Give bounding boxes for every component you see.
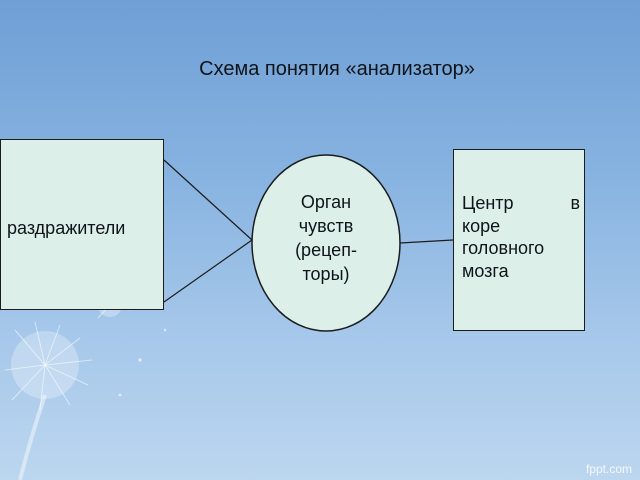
organ-line-3: (рецеп- — [295, 240, 357, 260]
center-line-4: мозга — [462, 261, 509, 281]
organ-line-2: чувств — [298, 216, 354, 236]
connector-stimuli-bottom — [163, 239, 253, 303]
center-line-3: головного — [462, 238, 545, 258]
organ-label: Орган чувств (рецеп- торы) — [252, 190, 400, 286]
organ-ellipse — [251, 154, 401, 332]
connector-stimuli-top — [163, 159, 253, 241]
center-word-v: в — [570, 193, 580, 213]
watermark: fppt.com — [585, 462, 632, 476]
center-word-centr: Центр — [462, 193, 514, 213]
page-title: Схема понятия «анализатор» — [199, 58, 475, 80]
organ-line-1: Орган — [300, 192, 352, 212]
connector-organ-center — [399, 239, 454, 244]
brain-center-box: Центр в коре головного мозга — [453, 149, 585, 331]
center-line-2: коре — [462, 216, 501, 236]
center-line-1: Центр в — [462, 192, 580, 214]
organ-line-4: торы) — [302, 264, 350, 284]
stimuli-label: раздражители — [7, 218, 126, 238]
stimuli-box: раздражители — [0, 139, 164, 310]
